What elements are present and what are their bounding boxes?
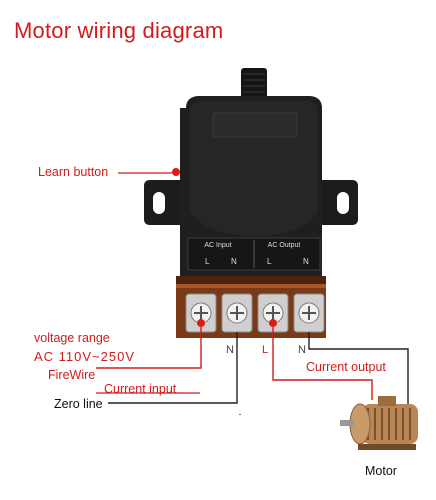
motor-label: Motor (365, 464, 397, 478)
output-l-wire (272, 327, 373, 400)
mounting-ear-left (144, 180, 182, 225)
voltage-range-label: voltage range (34, 331, 110, 345)
terminal-screw-output-l (257, 293, 289, 333)
ac-output-label: AC Output (267, 242, 301, 249)
voltage-range-value: AC 110V~250V (34, 349, 136, 364)
input-pin-l: L (205, 257, 210, 266)
wire-letter-output-n: N (298, 344, 306, 356)
output-pin-n: N (303, 257, 309, 266)
antenna (241, 68, 267, 102)
diagram-title: Motor wiring diagram (14, 18, 224, 43)
input-pin-n: N (231, 257, 237, 266)
output-n-wire (308, 332, 409, 410)
current-output-label: Current output (306, 360, 386, 374)
output-pin-l: L (267, 257, 272, 266)
learn-button-label: Learn button (38, 165, 109, 179)
wire-letter-output-l: L (262, 344, 269, 356)
firewire-wire (96, 327, 202, 369)
current-input-label: Current input (104, 382, 177, 396)
learn-button-marker (172, 168, 180, 176)
motor-icon (340, 396, 418, 450)
wire-letter-input-n: N (226, 344, 234, 356)
mounting-ear-right (320, 180, 358, 225)
input-l-marker (197, 319, 205, 327)
terminal-screw-input-l (185, 293, 217, 333)
terminal-screw-output-n (293, 293, 325, 333)
zero-line-label: Zero line (54, 397, 103, 411)
output-l-marker (269, 319, 277, 327)
ac-input-label: AC Input (204, 242, 232, 249)
terminal-screw-input-n (221, 293, 253, 333)
firewire-label: FireWire (48, 368, 96, 382)
zero-line-wire (108, 332, 238, 404)
terminal-screws (185, 293, 325, 333)
